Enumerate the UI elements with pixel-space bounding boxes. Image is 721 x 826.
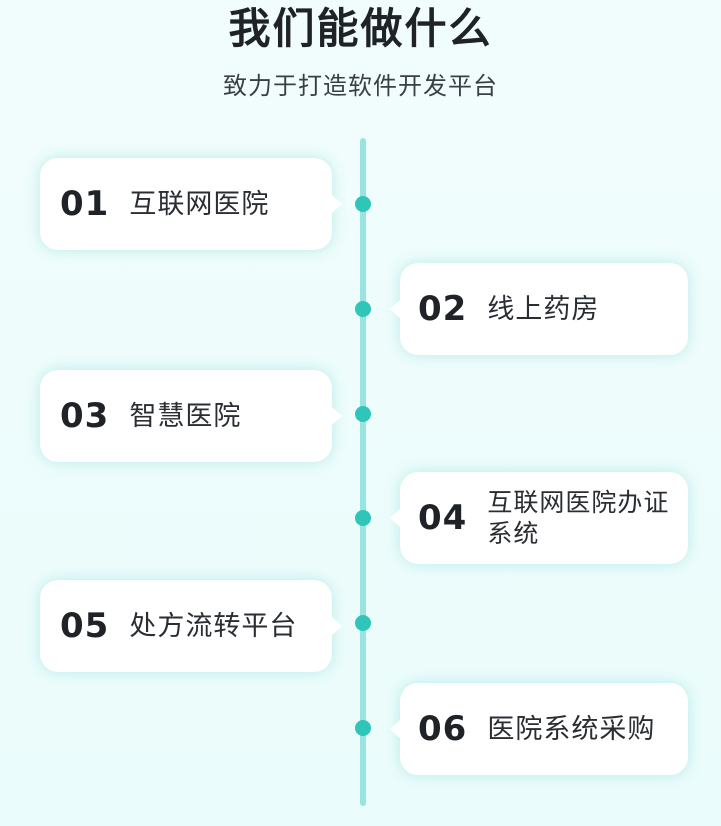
card-label: 互联网医院办证系统 xyxy=(487,488,670,548)
timeline-dot-02 xyxy=(355,301,371,317)
card-number: 03 xyxy=(60,396,110,436)
card-label: 智慧医院 xyxy=(129,400,242,432)
card-label: 医院系统采购 xyxy=(487,713,656,745)
card-number: 02 xyxy=(418,289,468,329)
timeline-dot-06 xyxy=(355,720,371,736)
timeline-card-04[interactable]: 04 互联网医院办证系统 xyxy=(390,472,688,564)
timeline-dot-05 xyxy=(355,615,371,631)
timeline-line xyxy=(360,138,366,806)
timeline-card-02[interactable]: 02 线上药房 xyxy=(390,263,688,355)
card-number: 06 xyxy=(418,709,468,749)
card-label: 线上药房 xyxy=(487,293,600,325)
card-number: 04 xyxy=(418,498,468,538)
card-label: 处方流转平台 xyxy=(129,610,298,642)
card-label: 互联网医院 xyxy=(129,188,270,220)
card-number: 05 xyxy=(60,606,110,646)
timeline-dot-01 xyxy=(355,196,371,212)
timeline-dot-03 xyxy=(355,406,371,422)
timeline-card-06[interactable]: 06 医院系统采购 xyxy=(390,683,688,775)
card-number: 01 xyxy=(60,184,110,224)
page-subtitle: 致力于打造软件开发平台 xyxy=(223,72,498,100)
timeline-dot-04 xyxy=(355,510,371,526)
page-title: 我们能做什么 xyxy=(228,4,493,53)
timeline-card-01[interactable]: 01 互联网医院 xyxy=(40,158,342,250)
timeline-card-05[interactable]: 05 处方流转平台 xyxy=(40,580,342,672)
timeline-card-03[interactable]: 03 智慧医院 xyxy=(40,370,342,462)
